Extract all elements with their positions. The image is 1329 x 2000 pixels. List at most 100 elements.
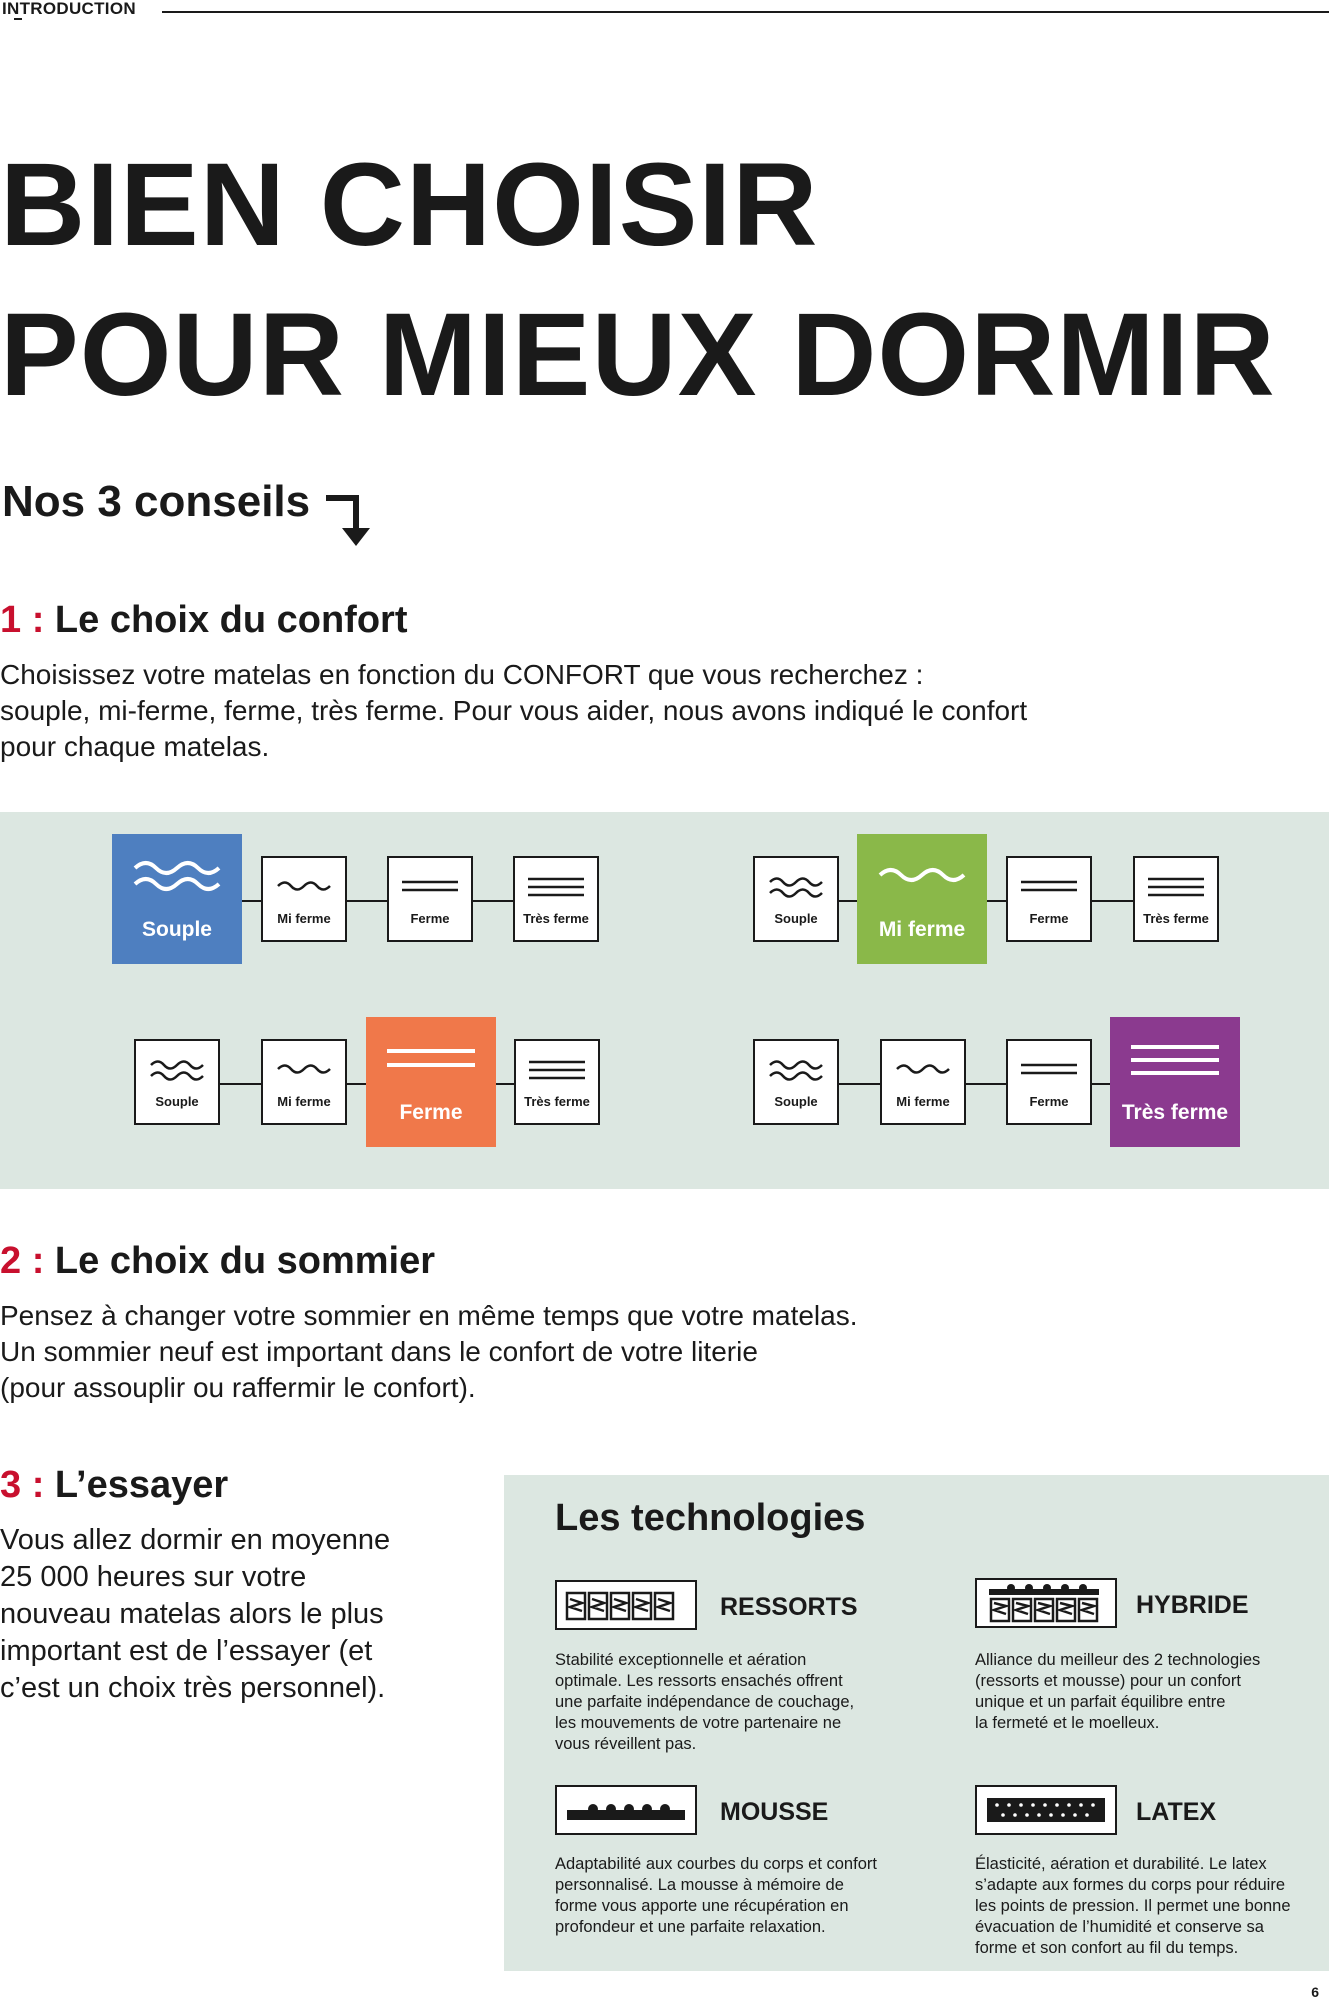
tech-desc-line: Adaptabilité aux courbes du corps et con… [555,1855,877,1873]
page-number: 6 [1311,1984,1319,2000]
comfort-box-mi-ferme: Mi ferme [880,1039,966,1125]
page-title-line-2: POUR MIEUX DORMIR [0,289,1276,421]
comfort-label: Mi ferme [896,1094,950,1109]
comfort-label: Ferme [410,911,450,926]
wave-single-icon [277,881,331,891]
technologies-panel: Les technologies RESSORTS Stabilité exce… [504,1475,1329,1971]
lines-double-icon [387,1049,475,1067]
tech-desc-line: optimale. Les ressorts ensachés offrent [555,1672,843,1690]
comfort-label: Souple [774,911,818,926]
comfort-box-souple: Souple [753,856,839,942]
comfort-scale-ferme: Souple Mi ferme Ferme Très ferme [134,1017,624,1147]
tip3-number: 3 : [0,1464,45,1506]
wave-single-icon [896,1064,950,1074]
comfort-scale-souple: Souple Mi ferme Ferme Très ferme [112,834,602,964]
tip2-heading: 2 : Le choix du sommier [0,1238,435,1284]
comfort-label: Souple [155,1094,199,1109]
comfort-box-tres-ferme: Très ferme [513,856,599,942]
header-mark [14,18,22,20]
tip3-line: nouveau matelas alors le plus [0,1598,384,1630]
tech-desc-line: les mouvements de votre partenaire ne [555,1714,842,1732]
lines-triple-icon [1131,1045,1219,1075]
tips-heading: Nos 3 conseils [2,477,311,526]
comfort-label: Ferme [399,1101,463,1124]
page-title: BIEN CHOISIR POUR MIEUX DORMIR [0,130,1276,430]
comfort-box-mi-ferme-active: Mi ferme [857,834,987,964]
tip3-paragraph: Vous allez dormir en moyenne 25 000 heur… [0,1522,390,1707]
comfort-box-mi-ferme: Mi ferme [261,856,347,942]
wave-double-icon [133,861,221,891]
tip3-line: c’est un choix très personnel). [0,1672,386,1704]
tip1-number: 1 : [0,599,45,641]
tip1-line: souple, mi-ferme, ferme, très ferme. Pou… [0,695,1028,726]
tip3-line: Vous allez dormir en moyenne [0,1524,391,1556]
tip2-line: Un sommier neuf est important dans le co… [0,1336,758,1367]
tech-desc-line: Stabilité exceptionnelle et aération [555,1651,807,1669]
comfort-box-ferme: Ferme [1006,856,1092,942]
section-divider [162,11,1329,13]
tip2-title: Le choix du sommier [54,1240,436,1282]
foam-icon [555,1785,697,1835]
tech-desc-line: profondeur et une parfaite relaxation. [555,1918,826,1936]
tech-desc-line: évacuation de l’humidité et conserve sa [975,1918,1264,1936]
tech-name-ressorts: RESSORTS [720,1593,858,1621]
comfort-label: Ferme [1029,911,1069,926]
scale-connector [174,1083,554,1085]
lines-triple-icon [529,1060,585,1080]
arrow-down-right-icon [326,495,370,546]
comfort-label: Mi ferme [277,1094,331,1109]
comfort-label: Mi ferme [878,918,966,941]
tech-desc-line: vous réveillent pas. [555,1735,697,1753]
tech-desc-line: s’adapte aux formes du corps pour réduir… [975,1876,1286,1894]
comfort-label: Souple [141,918,212,941]
wave-single-icon [277,1064,331,1074]
latex-icon [975,1785,1117,1835]
lines-double-icon [402,880,458,892]
tech-desc-line: forme vous apporte une récupération en [555,1897,849,1915]
section-label: INTRODUCTION [2,0,136,18]
springs-icon [555,1580,697,1630]
tech-desc-line: personnalisé. La mousse à mémoire de [555,1876,844,1894]
tech-desc-line: forme et son confort au fil du temps. [975,1939,1239,1957]
tip2-line: (pour assouplir ou raffermir le confort)… [0,1372,476,1403]
tech-desc-mousse: Adaptabilité aux courbes du corps et con… [555,1854,877,1938]
tech-desc-hybride: Alliance du meilleur des 2 technologies … [975,1650,1260,1734]
tech-desc-ressorts: Stabilité exceptionnelle et aération opt… [555,1650,854,1755]
comfort-scale-mi-ferme: Souple Mi ferme Ferme Très ferme [753,834,1243,964]
page-title-line-1: BIEN CHOISIR [0,139,819,271]
tip3-line: 25 000 heures sur votre [0,1561,307,1593]
comfort-scale-panel: Souple Mi ferme Ferme Très ferme [0,812,1329,1189]
comfort-box-ferme: Ferme [1006,1039,1092,1125]
comfort-label: Très ferme [1143,911,1209,926]
technologies-title: Les technologies [555,1497,866,1539]
tech-desc-line: la fermeté et le moelleux. [975,1714,1160,1732]
comfort-box-ferme: Ferme [387,856,473,942]
lines-double-icon [1021,1063,1077,1075]
tip2-line: Pensez à changer votre sommier en même t… [0,1300,858,1331]
tip1-line: pour chaque matelas. [0,731,270,762]
wave-single-icon [878,868,966,882]
wave-double-icon [769,1060,823,1081]
lines-triple-icon [1148,877,1204,897]
tip2-paragraph: Pensez à changer votre sommier en même t… [0,1298,858,1406]
tech-desc-line: (ressorts et mousse) pour un confort [975,1672,1241,1690]
tip1-paragraph: Choisissez votre matelas en fonction du … [0,657,1027,765]
scale-connector [793,900,1193,902]
comfort-label: Mi ferme [277,911,331,926]
hybrid-icon [975,1578,1117,1628]
tech-desc-line: unique et un parfait équilibre entre [975,1693,1226,1711]
tech-desc-line: Élasticité, aération et durabilité. Le l… [975,1855,1267,1873]
comfort-label: Souple [774,1094,818,1109]
comfort-label: Très ferme [523,911,589,926]
comfort-box-souple: Souple [134,1039,220,1125]
tech-name-mousse: MOUSSE [720,1798,829,1826]
tip1-heading: 1 : Le choix du confort [0,597,407,643]
tech-desc-line: les points de pression. Il permet une bo… [975,1897,1291,1915]
comfort-label: Très ferme [1121,1101,1229,1124]
lines-triple-icon [528,877,584,897]
tip3-heading: 3 : L’essayer [0,1462,228,1508]
comfort-box-souple: Souple [753,1039,839,1125]
comfort-label: Ferme [1029,1094,1069,1109]
tip2-number: 2 : [0,1240,45,1282]
tech-desc-latex: Élasticité, aération et durabilité. Le l… [975,1854,1291,1959]
